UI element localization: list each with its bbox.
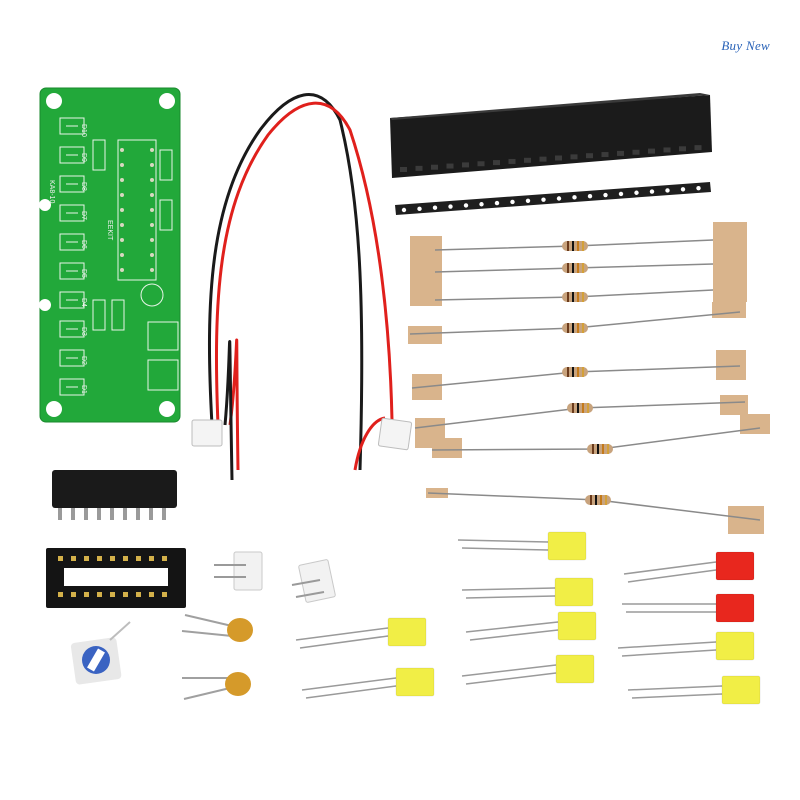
tape-strip: [720, 395, 748, 415]
resistor: [585, 495, 611, 505]
pcb-label: D5: [80, 269, 87, 278]
pcb-label: D2: [80, 356, 87, 365]
led: [465, 611, 597, 641]
pcb-print-note: KA8-10: [48, 180, 55, 203]
led: [461, 654, 595, 685]
ceramic-capacitors: [181, 614, 253, 700]
pcb-label: D8: [80, 182, 87, 191]
resistor: [562, 241, 588, 251]
led: [295, 617, 427, 649]
led: [301, 667, 435, 699]
pcb-label: D7: [80, 211, 87, 220]
led: [623, 551, 755, 583]
pcb-print-note: EEKIT: [106, 220, 113, 241]
ic-socket: [46, 548, 186, 608]
pcb-label: D1: [80, 385, 87, 394]
pcb-label: D3: [80, 327, 87, 336]
tape-strip: [432, 438, 462, 458]
pcb-label: D4: [80, 298, 87, 307]
resistor-set: [408, 222, 770, 534]
potentiometer: [70, 621, 131, 685]
led: [457, 531, 587, 561]
pcb-label: D9: [80, 153, 87, 162]
led-set: [295, 531, 761, 705]
resistor: [562, 323, 588, 333]
led: [622, 593, 755, 623]
led: [627, 675, 761, 705]
resistor: [562, 367, 588, 377]
watermark-text: Buy New: [721, 38, 770, 53]
jst-connectors: [214, 551, 336, 603]
resistor: [567, 403, 593, 413]
female-header: [390, 93, 712, 178]
ic-chip: [52, 470, 177, 520]
pcb-label: D10: [80, 124, 87, 137]
resistor: [562, 263, 588, 273]
pin-strip: [395, 182, 711, 215]
pcb-label: D6: [80, 240, 87, 249]
tape-strip: [712, 302, 746, 318]
resistor: [587, 444, 613, 454]
tape-strip: [408, 326, 442, 344]
led: [461, 577, 594, 607]
tape-strip: [716, 350, 746, 380]
resistor: [562, 292, 588, 302]
wire-harness: [191, 93, 413, 481]
led: [617, 631, 755, 661]
tape-strip: [740, 414, 770, 434]
